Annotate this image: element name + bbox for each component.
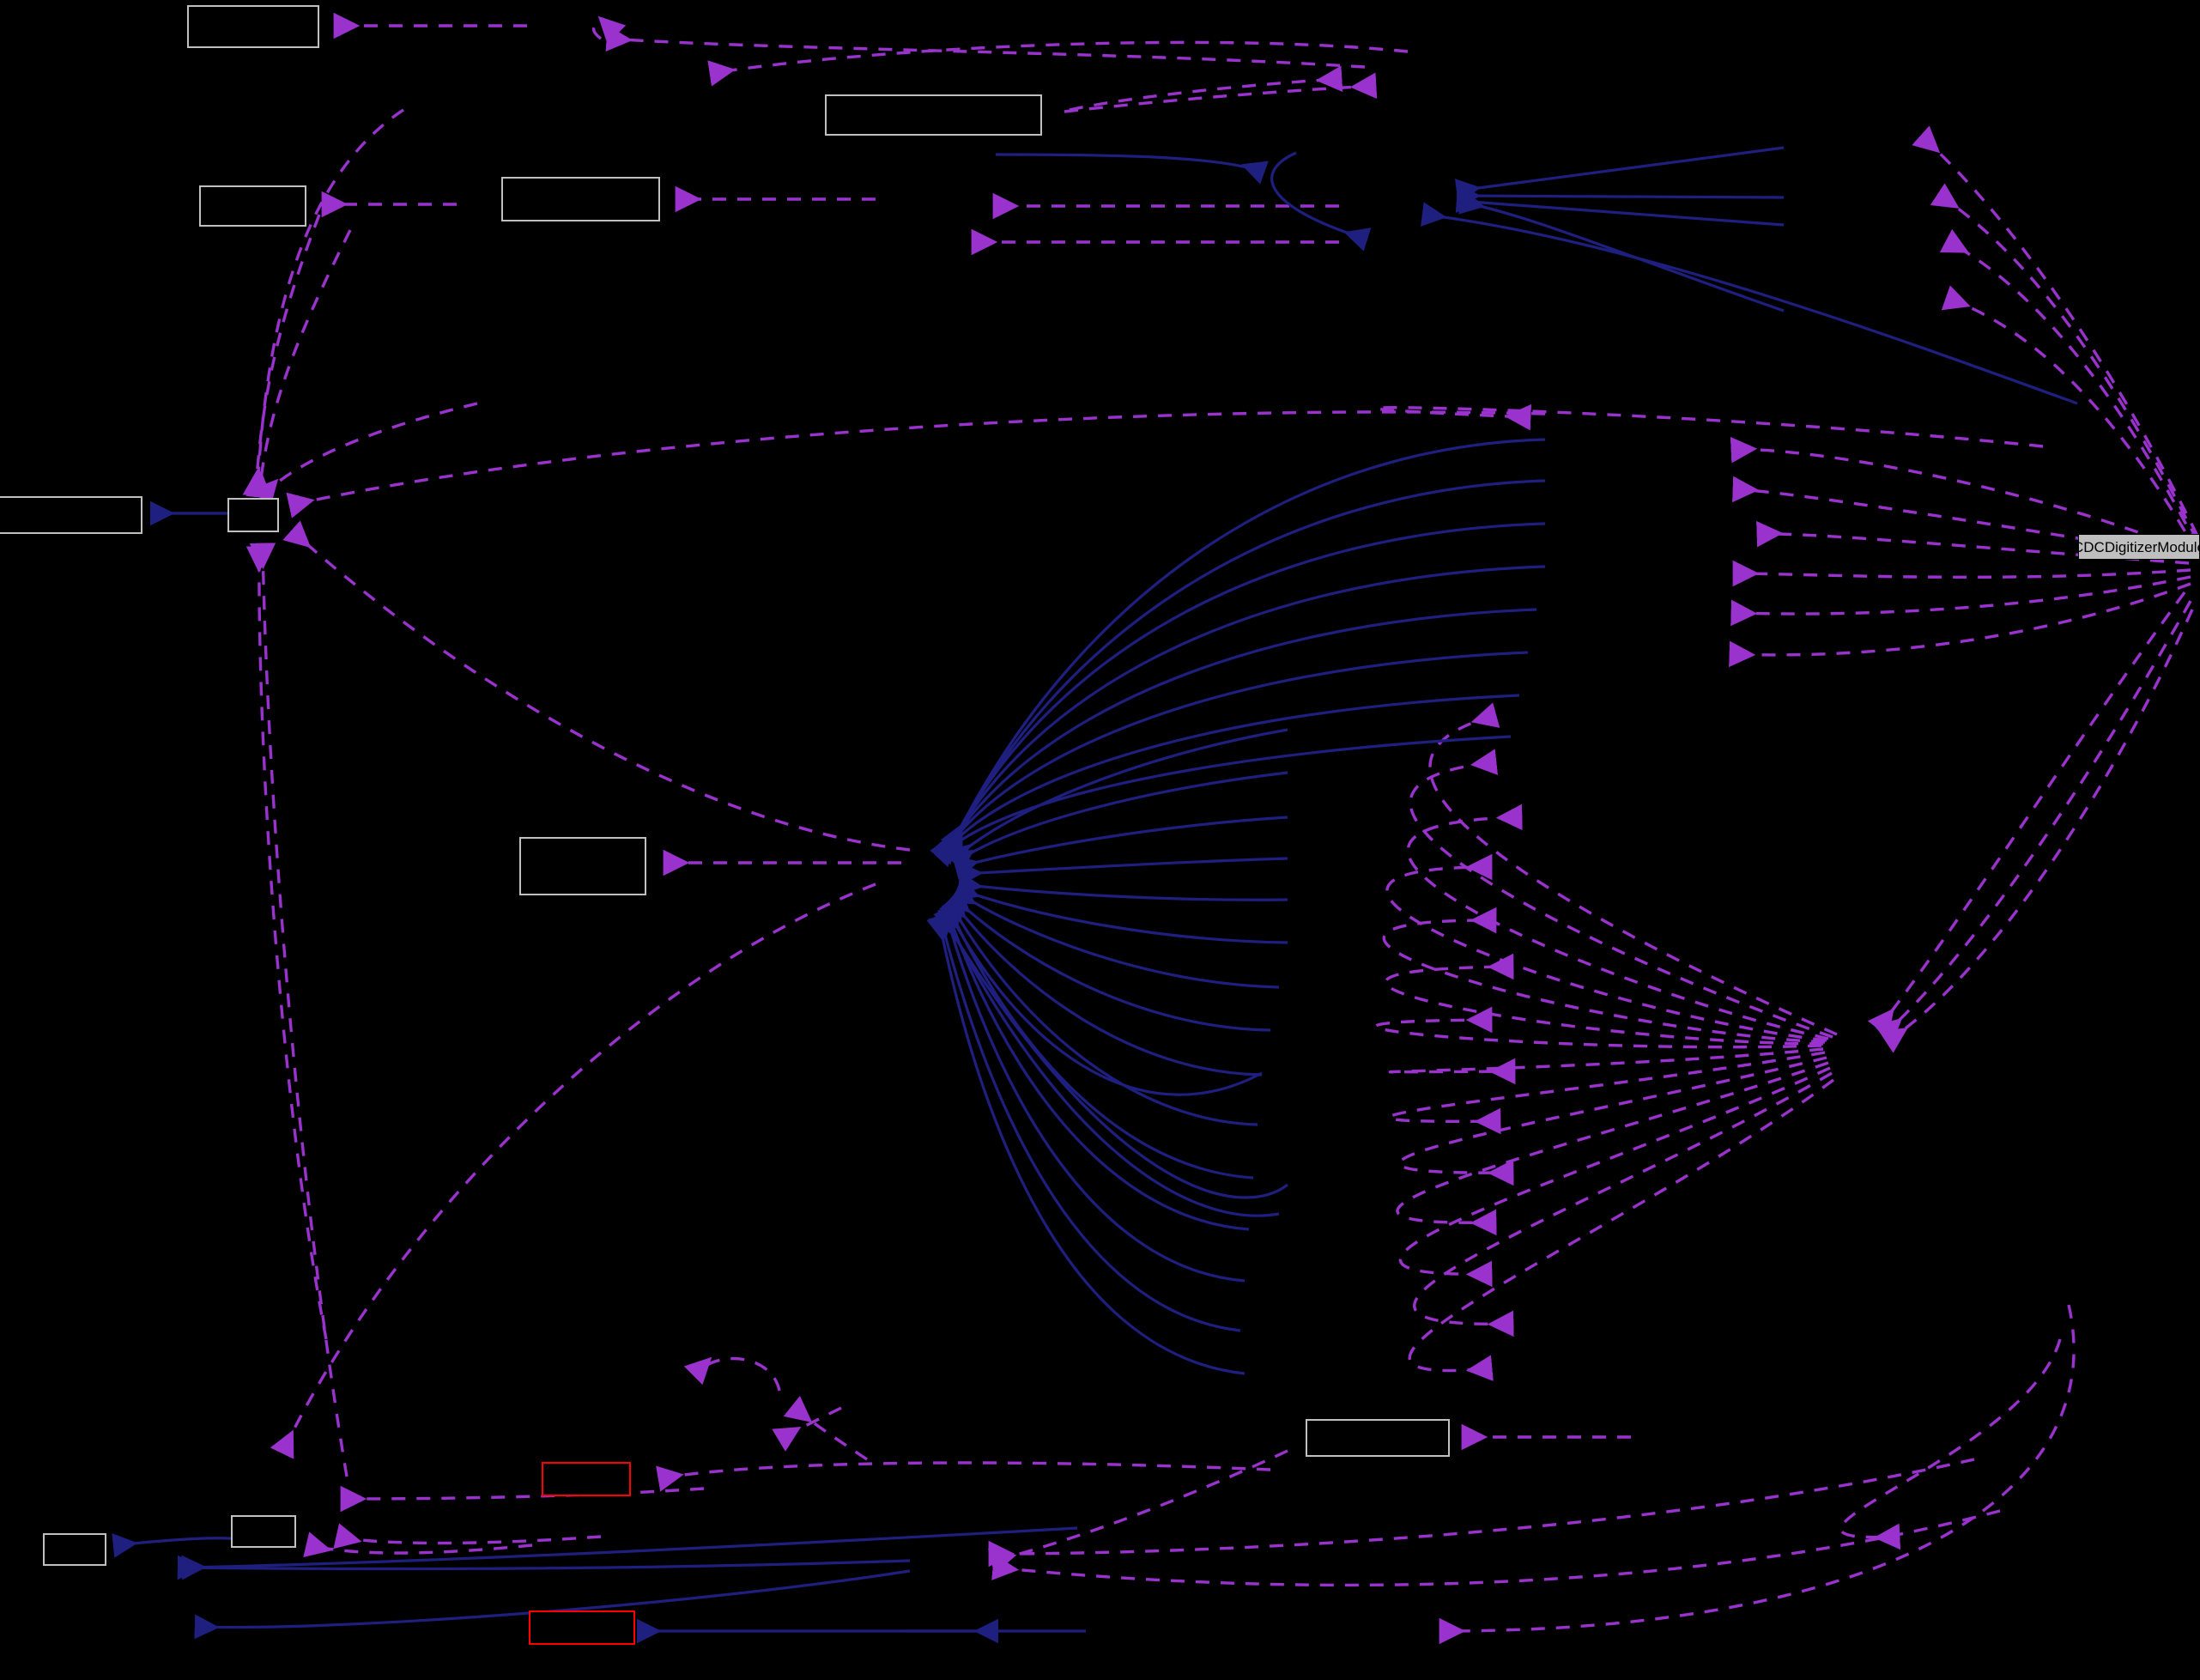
caller-edge-group (242, 12, 2199, 1645)
node-bottom-red-lower[interactable] (529, 1610, 635, 1645)
node-left-edge[interactable] (0, 496, 142, 534)
node-mid-left[interactable] (519, 837, 646, 895)
node-top-center[interactable] (825, 94, 1042, 136)
node-left-upper-wide[interactable] (501, 177, 660, 221)
node-bottom-center-right[interactable] (1306, 1419, 1450, 1457)
node-left-hub[interactable] (227, 498, 279, 532)
node-focus-cdcdigitizermodule[interactable]: CDCDigitizerModule (2073, 534, 2200, 560)
node-top-left[interactable] (187, 5, 319, 48)
node-bottom-red-upper[interactable] (542, 1462, 631, 1496)
node-left-upper-small[interactable] (199, 185, 306, 227)
node-bottom-left-corner[interactable] (43, 1533, 106, 1566)
callee-edge-group (112, 146, 2078, 1644)
node-bottom-left-small[interactable] (231, 1515, 296, 1548)
node-focus-label: CDCDigitizerModule (2073, 538, 2200, 555)
